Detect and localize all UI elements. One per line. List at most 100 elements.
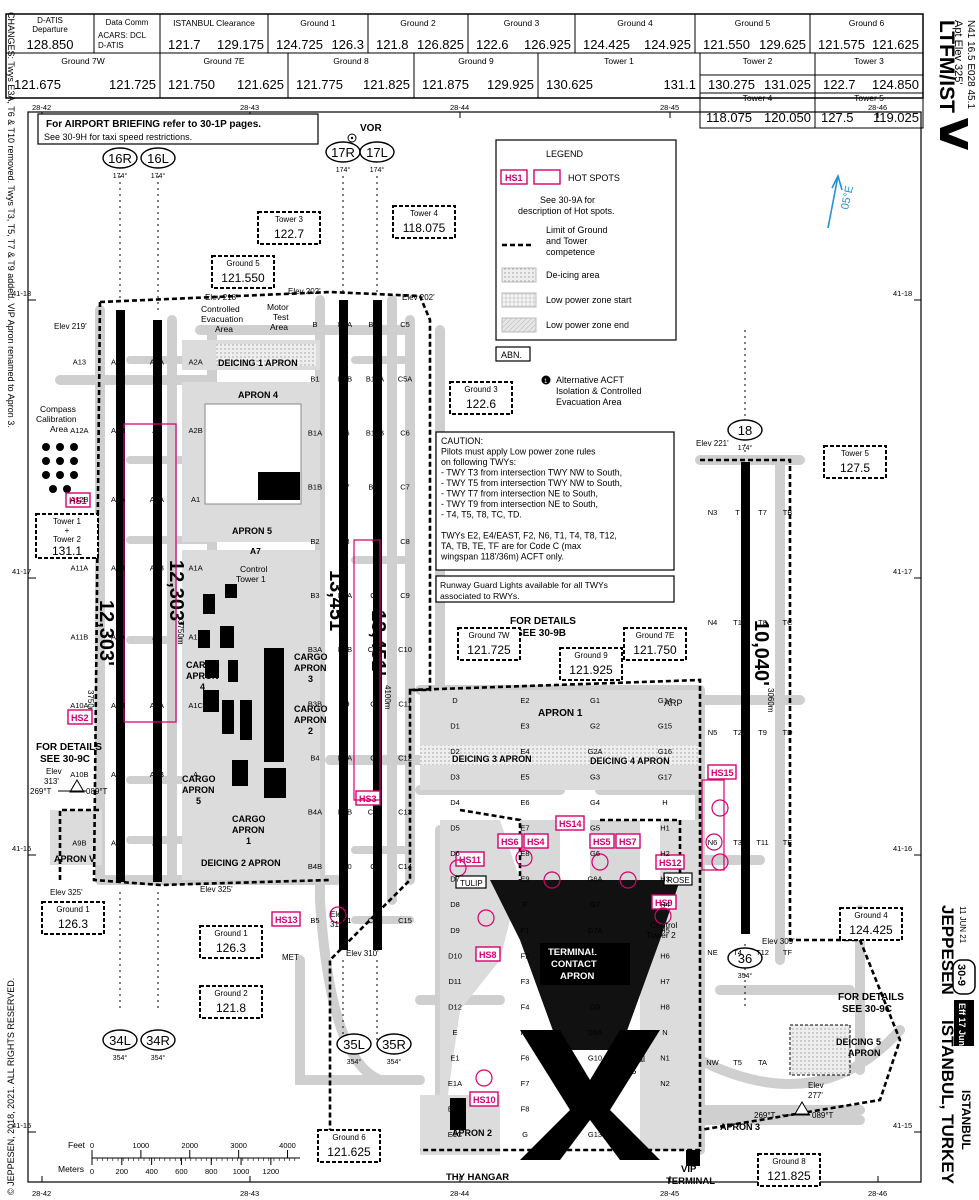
elevation-label: 277' xyxy=(808,1091,823,1100)
taxiway-label: C12 xyxy=(398,753,412,762)
taxiway-label: H xyxy=(662,798,667,807)
elevation-label: Elev 218' xyxy=(205,293,238,302)
grid-label-bottom: 28-42 xyxy=(32,1189,51,1198)
svg-text:Terminal: Terminal xyxy=(611,1054,645,1064)
grid-label-left: 41-17 xyxy=(12,567,31,576)
runway-oval-34R xyxy=(140,1029,176,1051)
frequency-box-name: Ground 4 xyxy=(854,911,888,920)
freq-value: 121.725 xyxy=(109,77,156,92)
svg-text:De-icing area: De-icing area xyxy=(546,270,600,280)
threshold-icon xyxy=(69,779,85,793)
taxiway-label: H3 xyxy=(660,875,670,884)
chart-city: ISTANBUL xyxy=(959,1090,973,1150)
runway-heading: 174° xyxy=(336,166,351,174)
apron-label: APRON xyxy=(232,825,265,835)
airport-elevation: Apt Elev 325' xyxy=(952,20,964,84)
taxiway-label: F4 xyxy=(521,1002,530,1011)
rwy-17l-length-m: 4100m xyxy=(383,685,392,710)
scale-feet-tick: 2000 xyxy=(181,1141,198,1150)
taxiway-label: A11B xyxy=(70,632,88,641)
taxiway-label: A1A xyxy=(189,564,203,573)
taxiway-label: TC xyxy=(783,618,794,627)
taxiway-label: H4 xyxy=(660,900,670,909)
svg-text:VIP: VIP xyxy=(681,1164,697,1175)
freq-label: Ground 6 xyxy=(849,18,885,28)
compass-area-label: Compass Calibration Area xyxy=(36,404,77,434)
hot-spot-box xyxy=(655,854,685,870)
taxiway-label: G1 xyxy=(590,696,600,705)
svg-text:associated to RWYs.: associated to RWYs. xyxy=(440,591,520,601)
frequency-box xyxy=(41,901,105,935)
details-9c-left: FOR DETAILS SEE 30-9C xyxy=(36,742,102,765)
svg-text:Tower 1: Tower 1 xyxy=(236,574,266,584)
freq-label: Ground 3 xyxy=(504,18,540,28)
taxiway-label: F7 xyxy=(521,1079,530,1088)
taxiway-label: B12B xyxy=(366,428,384,437)
jeppesen-logo-icon xyxy=(940,118,968,150)
runway-oval-35L xyxy=(336,1033,372,1055)
runway-17R-35L xyxy=(339,176,348,1040)
freq-value: 126.925 xyxy=(524,37,571,52)
taxiway-label: C11 xyxy=(398,699,411,708)
frequency-box-value: 122.7 xyxy=(274,227,304,241)
right-strip: JEPPESEN ISTANBUL, TURKEY ISTANBUL 11 JU… xyxy=(938,905,976,1185)
taxiway-label: A10B xyxy=(70,770,88,779)
svg-text:Limit of Ground: Limit of Ground xyxy=(546,225,608,235)
taxiway-label: B8A xyxy=(338,591,352,600)
freq-value: 130.275 xyxy=(708,77,755,92)
svg-text:VOR: VOR xyxy=(360,123,382,134)
taxiway-label: G15 xyxy=(658,721,672,730)
runway-id: 36 xyxy=(738,951,752,966)
apron-label: CARGO xyxy=(182,774,216,784)
svg-text:LEGEND: LEGEND xyxy=(546,149,584,159)
taxiway-label: N6 xyxy=(708,838,718,847)
svg-text:APRON: APRON xyxy=(560,971,594,982)
freq-label: Ground 1 xyxy=(300,18,336,28)
bearing-label: 089°T xyxy=(812,1111,834,1120)
taxiway-label: G7 xyxy=(590,900,600,909)
taxiway-label: N1 xyxy=(660,1054,670,1063)
elevation-label: Elev 310' xyxy=(346,949,379,958)
elevation-label: Elev xyxy=(808,1081,824,1090)
freq-value: 124.725 xyxy=(276,37,323,52)
taxiway-label: D11 xyxy=(448,977,461,986)
frequency-box xyxy=(623,627,687,661)
freq-value: 126.3 xyxy=(331,37,364,52)
freq-label: Ground 4 xyxy=(617,18,653,28)
frequency-box-value: 131.1 xyxy=(52,544,82,558)
taxiway-label: D4 xyxy=(450,798,460,807)
scale-meter-tick: 800 xyxy=(205,1167,218,1176)
freq-value: 121.625 xyxy=(872,37,919,52)
controlled-evac-label: Controlled Evacuation Area xyxy=(201,304,243,334)
abn-label: ABN. xyxy=(495,346,531,362)
taxiway-label: A3B xyxy=(150,770,164,779)
taxiway-label: G14 xyxy=(658,696,672,705)
svg-text:Motor: Motor xyxy=(267,302,289,312)
hot-spot-label: HS6 xyxy=(501,837,519,847)
elevation-label: 310' xyxy=(330,920,345,929)
svg-text:CONTACT: CONTACT xyxy=(551,959,597,970)
taxiway-label: C10 xyxy=(398,645,412,654)
taxiway-label: B xyxy=(312,320,317,329)
taxiway-label: C7 xyxy=(400,483,410,492)
taxiway-label: A4B xyxy=(150,564,164,573)
freq-label: Data Comm xyxy=(106,18,149,27)
apron-label: APRON 1 xyxy=(538,708,583,719)
svg-text:description of Hot spots.: description of Hot spots. xyxy=(518,206,615,216)
caution-line: CAUTION: xyxy=(441,436,483,446)
frequency-box-value: 121.8 xyxy=(216,1001,246,1015)
taxiway-label: F2 xyxy=(521,951,530,960)
runway-oval-35R xyxy=(376,1033,412,1055)
frequency-box xyxy=(392,205,456,239)
freq-value: 131.025 xyxy=(764,77,811,92)
frequency-box-name: Tower 1 xyxy=(53,517,82,526)
taxiway-label: B1 xyxy=(310,374,319,383)
svg-text:See 30-9H for taxi speed restr: See 30-9H for taxi speed restrictions. xyxy=(44,132,192,142)
apron-label: 3 xyxy=(308,674,313,684)
taxiway-label: T5 xyxy=(733,1058,742,1067)
apron-label: APRON 3 xyxy=(720,1122,760,1132)
runway-id: 16R xyxy=(108,151,132,166)
svg-text:Low power zone start: Low power zone start xyxy=(546,295,632,305)
